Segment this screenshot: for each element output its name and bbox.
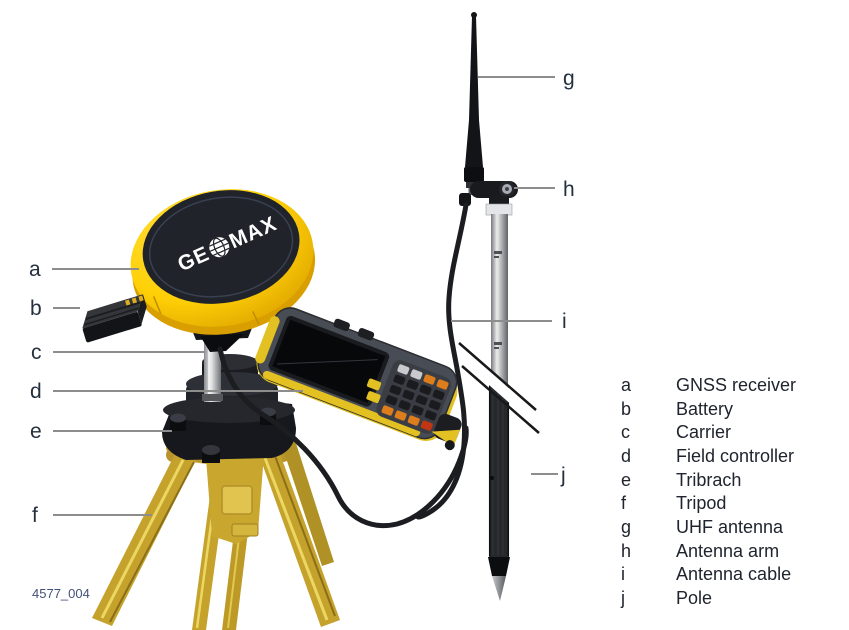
callout-c: c (31, 341, 42, 364)
callout-h: h (563, 178, 575, 201)
gnss-receiver: GE MAX (130, 189, 316, 352)
callout-i: i (562, 310, 567, 333)
callout-e: e (30, 420, 42, 443)
legend-label: Antenna arm (676, 541, 779, 561)
pole (485, 196, 513, 601)
controller-strap-bracket (431, 413, 462, 451)
tribrach-knob (170, 413, 186, 431)
controller-cable (217, 346, 469, 529)
legend-key: b (621, 399, 631, 419)
legend-key: e (621, 470, 631, 490)
legend-label: GNSS receiver (676, 375, 796, 395)
legend-label: Antenna cable (676, 564, 791, 584)
controller-keypad (376, 360, 452, 434)
callout-b: b (30, 297, 42, 320)
legend-label: UHF antenna (676, 517, 784, 537)
antenna-cable (415, 202, 469, 520)
callout-g: g (563, 67, 575, 90)
legend-key: i (621, 564, 625, 584)
legend-label: Field controller (676, 446, 794, 466)
callout-d: d (30, 380, 42, 403)
legend-label: Pole (676, 588, 712, 608)
callout-f: f (32, 504, 38, 527)
field-controller (255, 307, 462, 451)
break-lines (458, 342, 540, 434)
tribrach-knob (202, 445, 220, 463)
legend-key: d (621, 446, 631, 466)
uhf-antenna (464, 12, 484, 195)
globe-icon (209, 237, 230, 258)
legend-key: g (621, 517, 631, 537)
legend-label: Tripod (676, 493, 726, 513)
legend-key: c (621, 422, 630, 442)
legend-key: h (621, 541, 631, 561)
legend-label: Carrier (676, 422, 731, 442)
figure-id: 4577_004 (32, 586, 90, 601)
legend-key: f (621, 493, 627, 513)
leader-lines (52, 76, 558, 516)
callout-letters: a b c d e f g h i j (29, 67, 575, 527)
callout-a: a (29, 258, 41, 281)
legend-label: Battery (676, 399, 733, 419)
legend: a GNSS receiver b Battery c Carrier d Fi… (620, 375, 796, 608)
controller-screen (268, 315, 390, 407)
legend-key: a (621, 375, 632, 395)
legend-key: j (620, 588, 625, 608)
antenna-arm (459, 181, 518, 206)
legend-label: Tribrach (676, 470, 741, 490)
battery (82, 294, 147, 343)
callout-j: j (560, 464, 566, 487)
